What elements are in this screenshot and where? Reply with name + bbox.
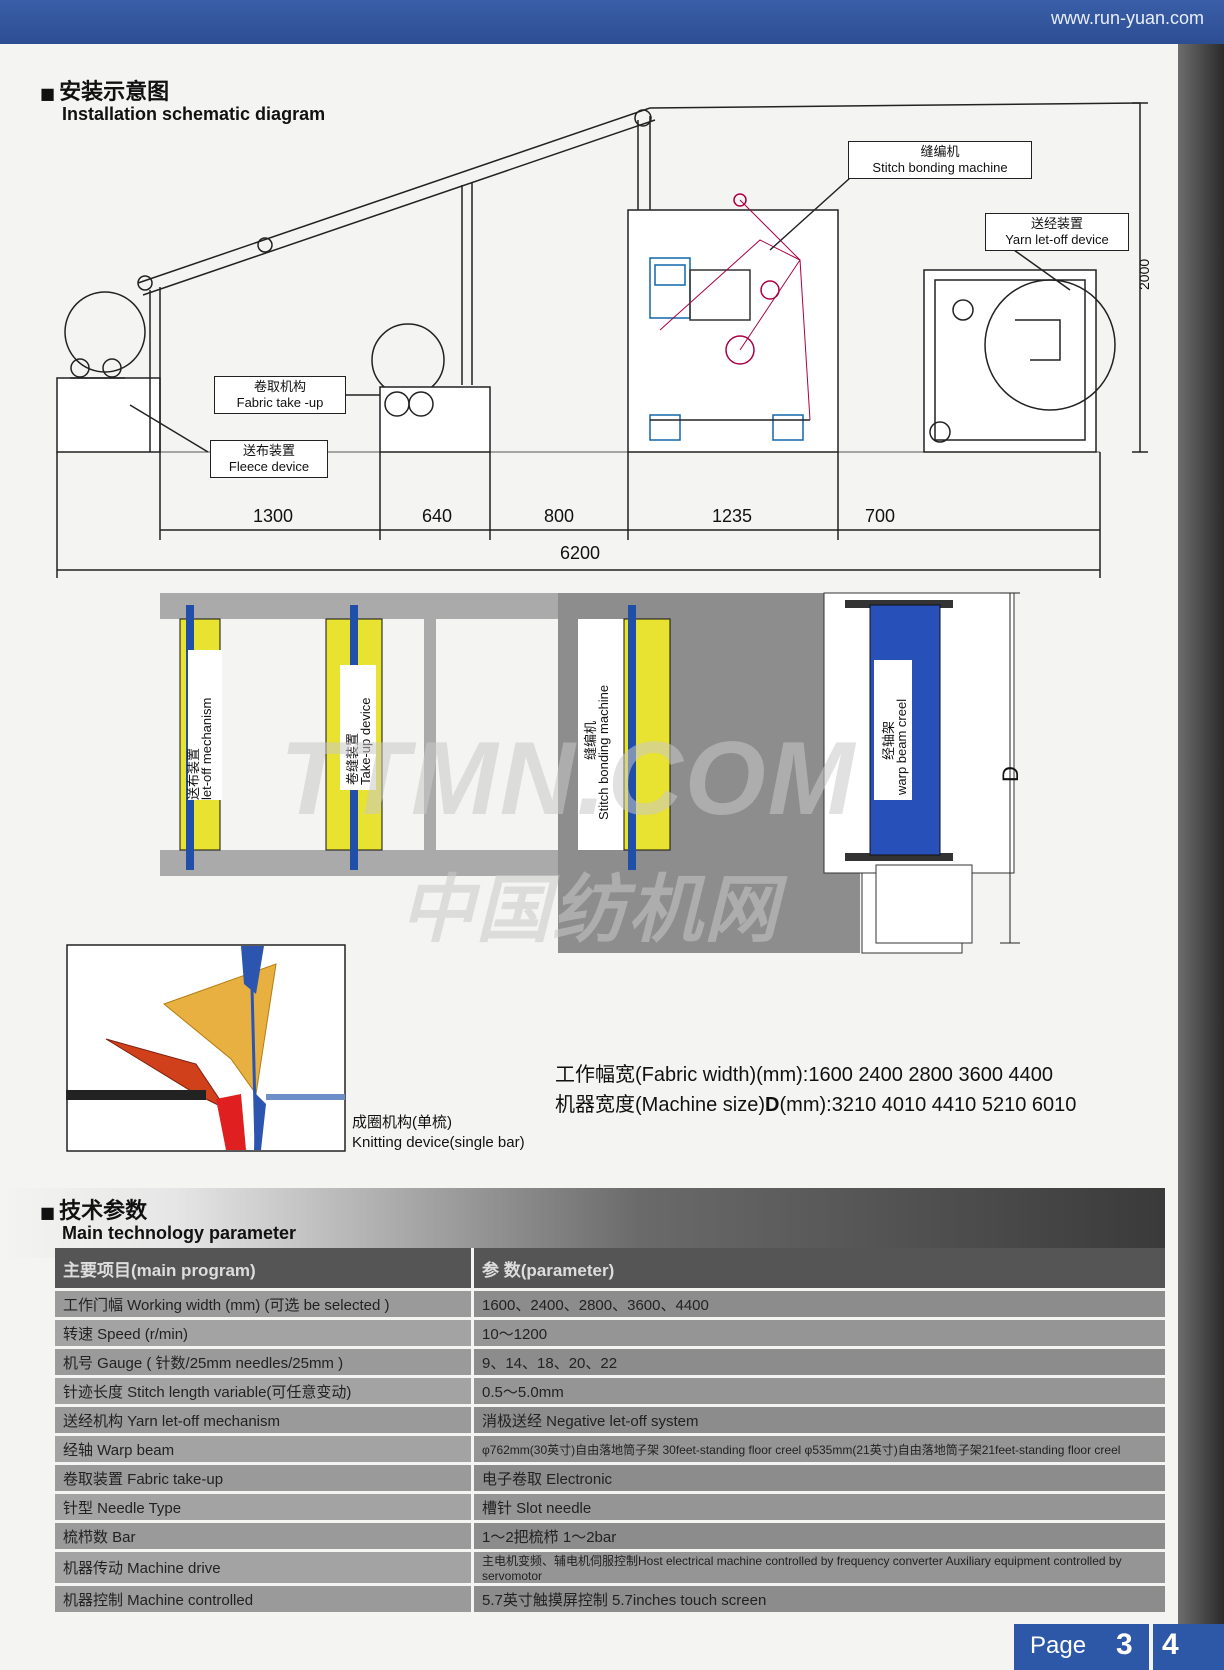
yarn-letoff-label: 送经装置 Yarn let-off device: [985, 213, 1129, 251]
row-item: 梳栉数 Bar: [55, 1521, 474, 1552]
dimension-D: D: [998, 766, 1023, 782]
table-row: 转速 Speed (r/min)10～1200: [55, 1318, 1165, 1349]
dimension-1300: 1300: [253, 506, 294, 526]
row-item: 针迹长度 Stitch length variable(可任意变动): [55, 1376, 474, 1407]
parameter-header-band: [0, 1188, 1165, 1258]
parameter-title-en: Main technology parameter: [62, 1223, 297, 1243]
dimension-total: 6200: [560, 543, 601, 563]
stitch-bonding-machine-label: 缝编机 Stitch bonding machine: [848, 141, 1032, 179]
table-row: 针迹长度 Stitch length variable(可任意变动)0.5～5.…: [55, 1376, 1165, 1407]
fabric-takeup-label-en: Fabric take -up: [236, 395, 324, 410]
row-value: 9、14、18、20、22: [472, 1347, 1165, 1378]
table-header-item: 主要项目(main program): [55, 1248, 474, 1291]
watermark-ttmn: TTMN.COM: [280, 721, 857, 837]
dimension-700: 700: [865, 506, 896, 526]
row-value: 1～2把梳栉 1～2bar: [472, 1521, 1165, 1552]
table-header-value: 参 数(parameter): [472, 1248, 1165, 1291]
table-header-row: 主要项目(main program) 参 数(parameter): [55, 1248, 1165, 1291]
stitch-bonding-label-en: Stitch bonding machine: [872, 160, 1008, 175]
knitting-caption-en: Knitting device(single bar): [352, 1134, 525, 1151]
row-value: φ762mm(30英寸)自由落地筒子架 30feet-standing floo…: [472, 1434, 1165, 1465]
installation-title-cn: 安装示意图: [40, 80, 169, 105]
plan-view-diagram: [160, 592, 1020, 954]
row-item: 工作门幅 Working width (mm) (可选 be selected …: [55, 1289, 474, 1320]
row-value: 主电机变频、辅电机伺服控制Host electrical machine con…: [472, 1550, 1165, 1586]
machine-size-spec: 机器宽度(Machine size)D(mm):3210 4010 4410 5…: [555, 1088, 1076, 1117]
row-item: 经轴 Warp beam: [55, 1434, 474, 1465]
row-item: 机器传动 Machine drive: [55, 1550, 474, 1586]
takeup-plan-tag: [340, 665, 376, 790]
stitch-bonding-label-cn: 缝编机: [920, 144, 960, 159]
row-item: 针型 Needle Type: [55, 1492, 474, 1523]
page-separator: [1149, 1624, 1153, 1670]
table-row: 机号 Gauge ( 针数/25mm needles/25mm )9、14、18…: [55, 1347, 1165, 1378]
row-item: 机器控制 Machine controlled: [55, 1584, 474, 1615]
dimension-800: 800: [544, 506, 575, 526]
row-item: 送经机构 Yarn let-off mechanism: [55, 1405, 474, 1436]
website-url[interactable]: www.run-yuan.com: [1050, 8, 1204, 28]
machine-size-D: D: [765, 1094, 780, 1116]
creel-plan-tag: [874, 660, 912, 800]
fabric-takeup-label-cn: 卷取机构: [253, 379, 306, 394]
page-edge-shadow: [1178, 44, 1224, 1624]
parameter-table: 主要项目(main program) 参 数(parameter) 工作门幅 W…: [55, 1248, 1165, 1615]
yarn-letoff-label-en: Yarn let-off device: [1005, 232, 1109, 247]
fabric-takeup-label: 卷取机构 Fabric take -up: [214, 376, 346, 414]
dimension-1235: 1235: [712, 506, 753, 526]
dimension-640: 640: [422, 506, 453, 526]
letoff-plan-en: let-off mechanism: [199, 697, 214, 800]
fleece-device-label: 送布装置 Fleece device: [210, 440, 328, 478]
row-value: 10～1200: [472, 1318, 1165, 1349]
letoff-plan-tag: [188, 650, 222, 800]
knitting-caption-cn: 成圈机构(单梳): [352, 1114, 452, 1131]
fleece-device-label-cn: 送布装置: [242, 443, 295, 458]
row-value: 0.5～5.0mm: [472, 1376, 1165, 1407]
yarn-letoff-label-cn: 送经装置: [1030, 216, 1083, 231]
row-value: 5.7英寸触摸屏控制 5.7inches touch screen: [472, 1584, 1165, 1615]
machine-size-values: (mm):3210 4010 4410 5210 6010: [779, 1094, 1077, 1116]
installation-title: 安装示意图 Installation schematic diagram: [40, 74, 325, 125]
top-bar: www.run-yuan.com: [0, 0, 1224, 44]
fabric-width-spec: 工作幅宽(Fabric width)(mm):1600 2400 2800 36…: [555, 1064, 1054, 1086]
fleece-device-label-en: Fleece device: [228, 459, 310, 474]
knitting-device-illustration: [66, 944, 346, 1152]
row-value: 1600、2400、2800、3600、4400: [472, 1289, 1165, 1320]
installation-elevation-diagram: [56, 102, 1148, 578]
creel-plan-en: warp beam creel: [894, 698, 909, 795]
installation-title-en: Installation schematic diagram: [62, 104, 326, 124]
page-number-box: Page 3 4: [1014, 1624, 1224, 1670]
knitting-device-caption: 成圈机构(单梳) Knitting device(single bar): [352, 1113, 525, 1153]
watermark-cn: 中国纺机网: [400, 868, 780, 951]
page-label: Page: [1030, 1632, 1087, 1659]
machine-size-label: 机器宽度(Machine size): [555, 1094, 766, 1116]
row-item: 机号 Gauge ( 针数/25mm needles/25mm ): [55, 1347, 474, 1378]
parameter-title: 技术参数 Main technology parameter: [40, 1193, 296, 1244]
row-value: 槽针 Slot needle: [472, 1492, 1165, 1523]
page-number-left[interactable]: 3: [1116, 1628, 1133, 1661]
table-row: 工作门幅 Working width (mm) (可选 be selected …: [55, 1289, 1165, 1320]
parameter-title-cn: 技术参数: [40, 1199, 147, 1224]
row-value: 消极送经 Negative let-off system: [472, 1405, 1165, 1436]
row-item: 转速 Speed (r/min): [55, 1318, 474, 1349]
row-value: 电子卷取 Electronic: [472, 1463, 1165, 1494]
row-item: 卷取装置 Fabric take-up: [55, 1463, 474, 1494]
dimension-height: 2000: [1136, 258, 1152, 290]
page-number-right[interactable]: 4: [1162, 1628, 1179, 1661]
